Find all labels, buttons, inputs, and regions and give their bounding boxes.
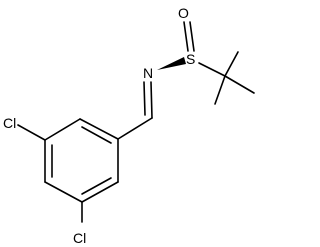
- bond-tbu-methyl-down: [214, 75, 226, 105]
- bond-imine-c-n: [150, 81, 153, 119]
- ring-double-bond-inner-1: [81, 126, 112, 144]
- bond-s-to-quaternary-carbon: [198, 62, 226, 77]
- bond-s-o: [183, 21, 189, 52]
- atom-label-oxygen: O: [178, 5, 189, 21]
- bond-wedge-n-s: [157, 57, 186, 70]
- bond-ring-to-cl-left: [17, 124, 46, 141]
- bond-tbu-methyl-up: [224, 51, 239, 77]
- benzene-ring: [44, 118, 119, 203]
- atom-label-sulfur: S: [186, 51, 195, 67]
- bond-s-o-second: [189, 21, 195, 52]
- bond-ring-to-imine-carbon: [117, 117, 153, 140]
- ring-double-bond-inner-2: [81, 177, 112, 195]
- bond-imine-c-n-second: [143, 81, 146, 116]
- atom-label-chlorine-bottom: Cl: [73, 230, 86, 246]
- ring-bond-top-right: [79, 118, 119, 140]
- atom-label-chlorine-left: Cl: [3, 115, 16, 131]
- ring-bond-top-left: [44, 118, 81, 141]
- ring-bond-bottom-left: [44, 181, 83, 203]
- bond-tbu-methyl-right: [224, 75, 255, 94]
- ring-bond-bottom-right: [81, 181, 119, 203]
- atom-label-nitrogen: N: [143, 65, 153, 81]
- molecule-structure: O S N Cl Cl: [3, 5, 255, 246]
